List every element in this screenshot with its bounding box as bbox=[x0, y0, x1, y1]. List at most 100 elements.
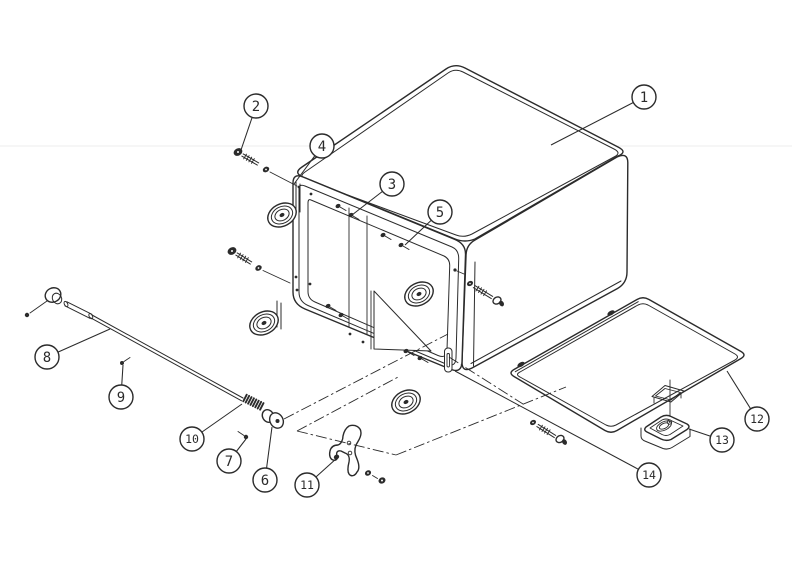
leader-line-13 bbox=[688, 428, 711, 437]
cabinet-box bbox=[292, 65, 629, 373]
latch-button bbox=[666, 419, 673, 425]
callout-circle-4 bbox=[309, 133, 335, 159]
leader-line-12 bbox=[726, 370, 752, 410]
callout-2: 2 bbox=[240, 93, 269, 151]
cam-bracket-body bbox=[328, 424, 362, 477]
callout-number-9: 9 bbox=[117, 390, 125, 406]
callout-number-5: 5 bbox=[436, 205, 444, 221]
screw bbox=[348, 212, 360, 220]
callout-4: 4 bbox=[293, 133, 335, 185]
latch-ledge bbox=[649, 418, 684, 436]
callout-9: 9 bbox=[108, 364, 134, 410]
washer-pin-stub bbox=[237, 431, 245, 436]
callout-number-6: 6 bbox=[261, 473, 269, 489]
callout-12: 12 bbox=[726, 370, 770, 432]
carriage-bolt bbox=[466, 280, 504, 307]
callout-11: 11 bbox=[294, 457, 338, 498]
phantom-centerlines bbox=[283, 333, 567, 456]
leader-line-2 bbox=[240, 117, 253, 151]
hinge-tab bbox=[607, 310, 615, 316]
callout-7: 7 bbox=[216, 438, 247, 474]
leader-line-1 bbox=[550, 102, 634, 146]
roller-wheel bbox=[249, 310, 279, 336]
handle-rod-assembly bbox=[24, 287, 285, 440]
callout-circle-6 bbox=[252, 467, 278, 493]
leader-line-3 bbox=[351, 190, 383, 216]
roller-wheels bbox=[249, 181, 434, 415]
set-screw bbox=[120, 361, 124, 365]
roller-bracket bbox=[276, 181, 301, 330]
callout-number-11: 11 bbox=[300, 478, 314, 492]
callout-circle-13 bbox=[709, 427, 735, 453]
leader-line-11 bbox=[315, 457, 338, 478]
callout-circle-9 bbox=[108, 384, 134, 410]
end-screw bbox=[24, 312, 30, 318]
hex-bolt bbox=[227, 247, 291, 284]
callout-circle-5 bbox=[427, 199, 453, 225]
flange-screws bbox=[325, 203, 429, 363]
screw bbox=[338, 312, 350, 320]
callout-13: 13 bbox=[688, 427, 735, 453]
nut-axis bbox=[372, 475, 378, 479]
callout-10: 10 bbox=[179, 403, 243, 452]
mounting-slot-inner bbox=[446, 353, 450, 368]
leader-line-8 bbox=[57, 328, 111, 353]
hole-stub bbox=[456, 270, 465, 275]
box-left-frame-opening bbox=[307, 199, 451, 357]
bracket-nut bbox=[333, 454, 340, 460]
callout-circle-2 bbox=[243, 93, 269, 119]
bolt-axis bbox=[269, 171, 298, 187]
callout-number-14: 14 bbox=[642, 468, 656, 482]
screw bbox=[335, 203, 347, 211]
callout-circle-14 bbox=[636, 462, 662, 488]
rod-pulley-knob bbox=[261, 409, 285, 429]
callout-5: 5 bbox=[404, 199, 453, 246]
callout-circle-8 bbox=[34, 344, 60, 370]
roller-wheel bbox=[267, 202, 297, 228]
latch bbox=[640, 414, 691, 450]
leader-line-7 bbox=[235, 438, 247, 452]
callout-circle-11 bbox=[294, 472, 320, 498]
corner-gusset bbox=[373, 290, 432, 352]
mounting-slot bbox=[444, 347, 453, 373]
screw bbox=[380, 232, 392, 240]
spring bbox=[242, 393, 265, 411]
box-right-face bbox=[461, 154, 629, 371]
leader-line-5 bbox=[404, 219, 432, 246]
lid-panel bbox=[510, 297, 745, 433]
bracket-hole bbox=[347, 450, 353, 456]
set-screw-stub bbox=[123, 357, 131, 362]
end-screw-axis bbox=[29, 300, 48, 314]
leader-line-9 bbox=[121, 364, 124, 386]
callout-3: 3 bbox=[351, 171, 405, 216]
callout-number-10: 10 bbox=[185, 432, 199, 446]
callout-number-8: 8 bbox=[43, 350, 51, 366]
lid-inner-fold bbox=[517, 303, 738, 427]
bracket-hole bbox=[346, 440, 352, 446]
box-bottom-edge-inner bbox=[470, 280, 622, 364]
callout-1: 1 bbox=[550, 84, 657, 146]
lid-handle bbox=[651, 385, 685, 404]
lid-edge-thickness bbox=[514, 301, 639, 373]
callout-number-13: 13 bbox=[715, 433, 729, 447]
rod-collar bbox=[63, 300, 94, 320]
roller-wheel bbox=[391, 389, 421, 415]
callout-6: 6 bbox=[252, 426, 278, 493]
leader-line-6 bbox=[266, 426, 273, 469]
callout-14: 14 bbox=[454, 370, 662, 488]
callout-number-2: 2 bbox=[252, 99, 260, 115]
bolt-axis bbox=[262, 270, 291, 284]
pull-rod bbox=[90, 314, 244, 402]
callout-circle-12 bbox=[744, 406, 770, 432]
washer-pin bbox=[243, 434, 249, 440]
screw bbox=[403, 348, 415, 356]
lid-outer bbox=[510, 297, 745, 433]
rod-knob bbox=[44, 287, 63, 305]
callout-number-12: 12 bbox=[750, 412, 764, 426]
screw bbox=[325, 303, 337, 311]
leader-line-10 bbox=[201, 403, 243, 433]
leader-line-4 bbox=[293, 155, 316, 185]
hex-bolt bbox=[233, 148, 298, 187]
